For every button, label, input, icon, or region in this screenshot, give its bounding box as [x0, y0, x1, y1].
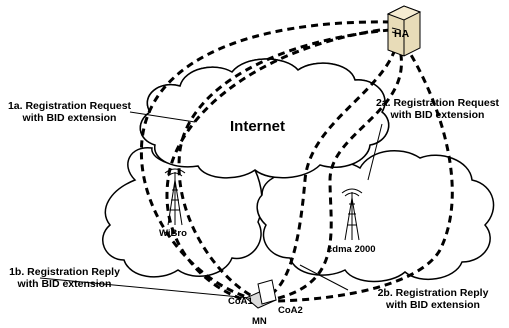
- laptop-icon: [245, 279, 277, 309]
- callout-2a-line2: with BID extension: [390, 109, 485, 121]
- callout-1a: 1a. Registration Request with BID extens…: [2, 100, 137, 124]
- tunnel-wibro-right: [165, 28, 381, 302]
- callout-1b-line1: 1b. Registration Reply: [9, 266, 120, 278]
- callout-1a-line2: with BID extension: [22, 112, 117, 124]
- tunnel-paths: [139, 20, 454, 303]
- tunnel-cdma-right: [274, 44, 454, 303]
- callout-2b-line1: 2b. Registration Reply: [377, 287, 489, 299]
- mn-label: MN: [252, 316, 267, 327]
- callout-2b-line2: with BID extension: [386, 299, 480, 311]
- ha-label: HA: [394, 28, 410, 40]
- callout-1b-line2: with BID extension: [17, 278, 112, 290]
- callout-lines: [39, 111, 383, 299]
- coa1-label: CoA1: [228, 296, 253, 307]
- callout-1a-line1: 1a. Registration Request: [7, 100, 132, 112]
- callout-2a-line1: 2a. Registration Request: [375, 97, 500, 109]
- cdma-label: cdma 2000: [327, 244, 376, 255]
- callout-2b: 2b. Registration Reply with BID extensio…: [368, 287, 498, 311]
- wibro-label: WiBro: [159, 228, 187, 239]
- wibro-tower-icon: [164, 168, 186, 226]
- tunnel-cdma-inner: [267, 37, 400, 298]
- tunnel-cdma-outer: [269, 41, 403, 302]
- callout-1b: 1b. Registration Reply with BID extensio…: [2, 266, 127, 290]
- cdma-tower-icon: [341, 188, 363, 241]
- callout-2a: 2a. Registration Request with BID extens…: [370, 97, 505, 121]
- tunnel-wibro-inner: [177, 28, 391, 298]
- cdma-cloud: [256, 150, 495, 283]
- internet-label: Internet: [230, 118, 286, 135]
- server-icon: [386, 5, 422, 57]
- coa2-label: CoA2: [278, 305, 303, 316]
